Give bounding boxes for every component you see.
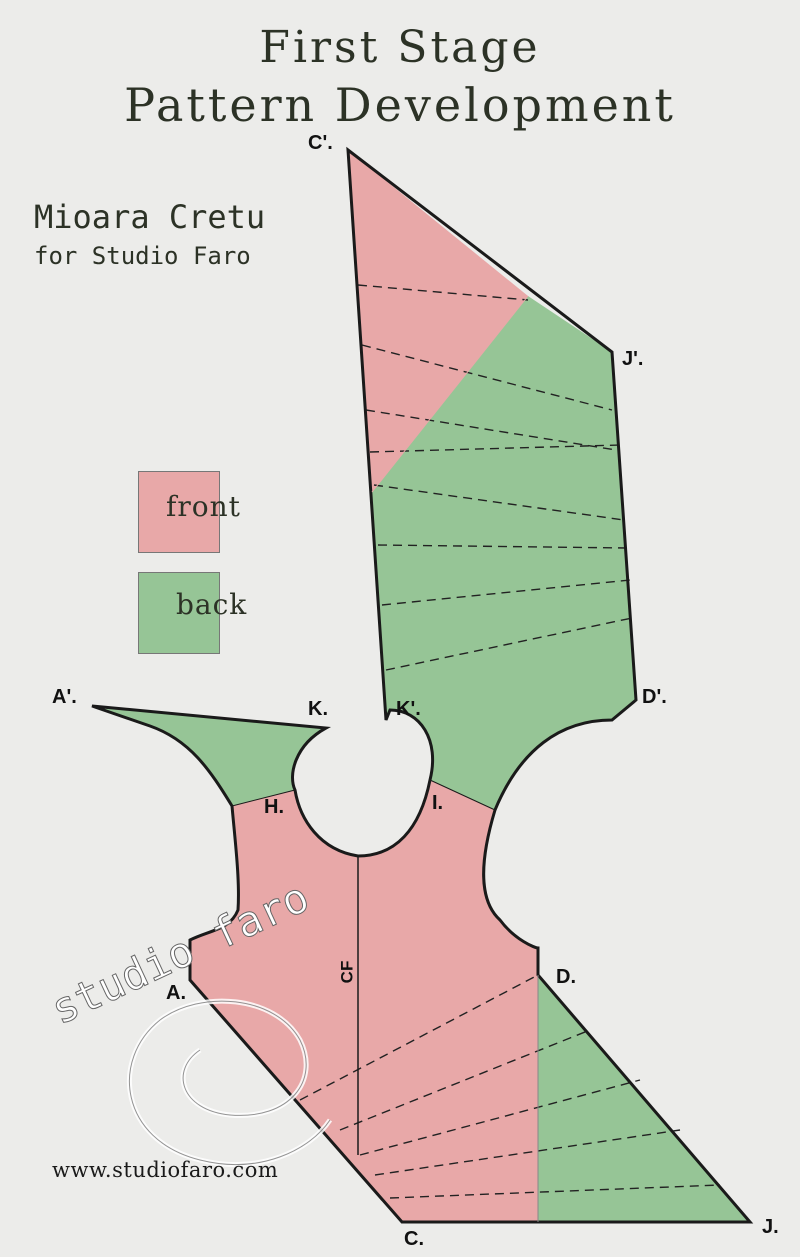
point-k-prime: K'. xyxy=(396,698,421,720)
point-h: H. xyxy=(264,796,284,818)
point-d: D. xyxy=(556,966,576,988)
point-j-prime: J'. xyxy=(622,348,644,370)
legend-back-swatch xyxy=(138,572,220,654)
point-c-prime: C'. xyxy=(308,132,333,154)
slash-lines-lower xyxy=(299,974,721,1199)
point-k: K. xyxy=(308,698,328,720)
front-bodice xyxy=(190,780,538,1222)
title-line-2: Pattern Development xyxy=(124,78,676,132)
center-front-label: CF xyxy=(337,960,357,984)
legend-back-label: back xyxy=(176,588,248,621)
legend-front-swatch xyxy=(138,471,220,553)
front-upper-strip xyxy=(348,150,528,492)
point-a-prime: A'. xyxy=(52,686,77,708)
website-url[interactable]: www.studiofaro.com xyxy=(52,1158,279,1182)
point-a: A. xyxy=(166,982,186,1004)
slash-lines-upper xyxy=(357,284,633,671)
back-shoulder-piece xyxy=(92,706,326,806)
back-upper-strip xyxy=(372,296,636,810)
watermark-swirl-outline xyxy=(129,1000,331,1165)
pattern-outlines xyxy=(91,146,754,1224)
legend-front-label: front xyxy=(166,490,241,523)
internal-lines xyxy=(231,295,539,1222)
point-i: I. xyxy=(432,792,444,814)
point-d-prime: D'. xyxy=(642,686,667,708)
point-c: C. xyxy=(404,1228,424,1250)
author-name: Mioara Cretu xyxy=(34,198,266,236)
point-j: J. xyxy=(762,1216,779,1238)
author-for: for Studio Faro xyxy=(34,242,251,270)
title-line-1: First Stage xyxy=(259,22,541,73)
